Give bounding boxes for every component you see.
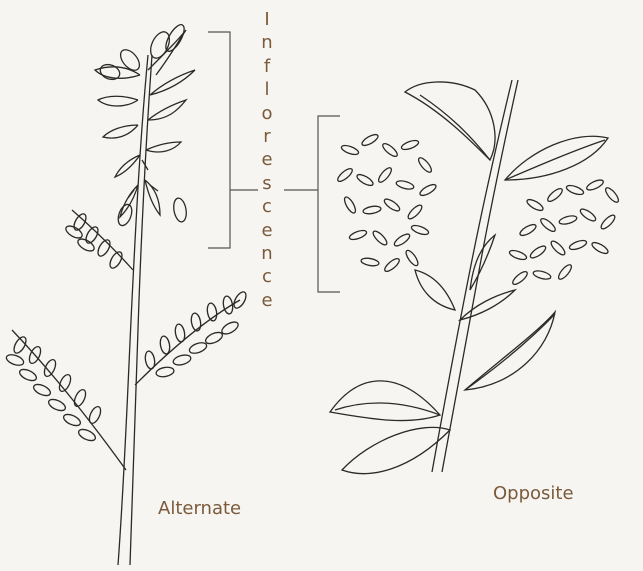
opposite-label: Opposite (493, 483, 574, 504)
inflorescence-letter: I (264, 8, 269, 31)
inflorescence-letter: s (262, 172, 271, 195)
inflorescence-letter: n (261, 31, 272, 54)
inflorescence-bracket-right (284, 116, 340, 292)
inflorescence-letter: e (261, 289, 272, 312)
inflorescence-bracket-left (208, 32, 258, 248)
alternate-plant-icon (5, 22, 248, 565)
inflorescence-letter: c (262, 265, 272, 288)
alternate-label: Alternate (158, 498, 241, 519)
inflorescence-letter: e (261, 148, 272, 171)
inflorescence-letter: c (262, 195, 272, 218)
inflorescence-letter: e (261, 219, 272, 242)
opposite-plant-icon (330, 80, 620, 474)
inflorescence-letter: n (261, 242, 272, 265)
inflorescence-letter: l (264, 78, 269, 101)
inflorescence-letter: r (263, 125, 270, 148)
inflorescence-letter: f (264, 55, 270, 78)
inflorescence-letter: o (261, 102, 272, 125)
